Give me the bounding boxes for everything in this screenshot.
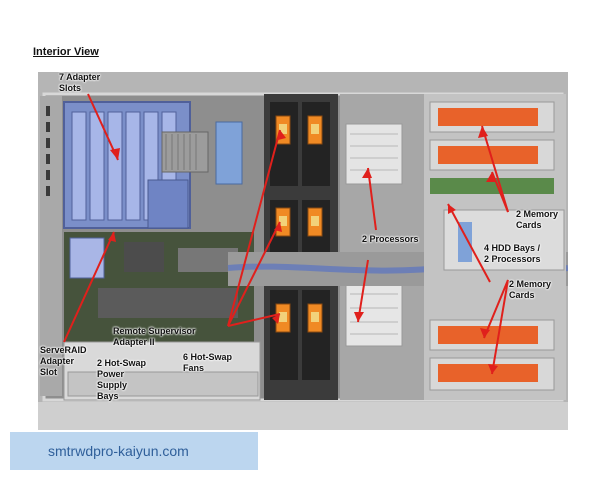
label-adapter-slots: 7 Adapter Slots	[59, 72, 101, 93]
label-memory-cards-top: 2 Memory Cards	[516, 209, 559, 230]
label-processors: 2 Processors	[362, 234, 419, 244]
label-hdd-bays: 4 HDD Bays / 2 Processors	[484, 243, 541, 264]
label-memory-cards-bottom: 2 Memory Cards	[509, 279, 552, 300]
label-remote-supervisor: Remote Supervisor Adapter II	[113, 326, 196, 347]
server-interior-photo	[38, 72, 568, 430]
label-hot-swap-fans: 6 Hot-Swap Fans	[183, 352, 233, 373]
page-title: Interior View	[33, 46, 99, 58]
label-power-supply-bays: 2 Hot-Swap Power Supply Bays	[97, 358, 147, 401]
label-serveraid-slot: ServeRAID Adapter Slot	[40, 345, 87, 377]
watermark: smtrwdpro-kaiyun.com	[10, 432, 258, 470]
